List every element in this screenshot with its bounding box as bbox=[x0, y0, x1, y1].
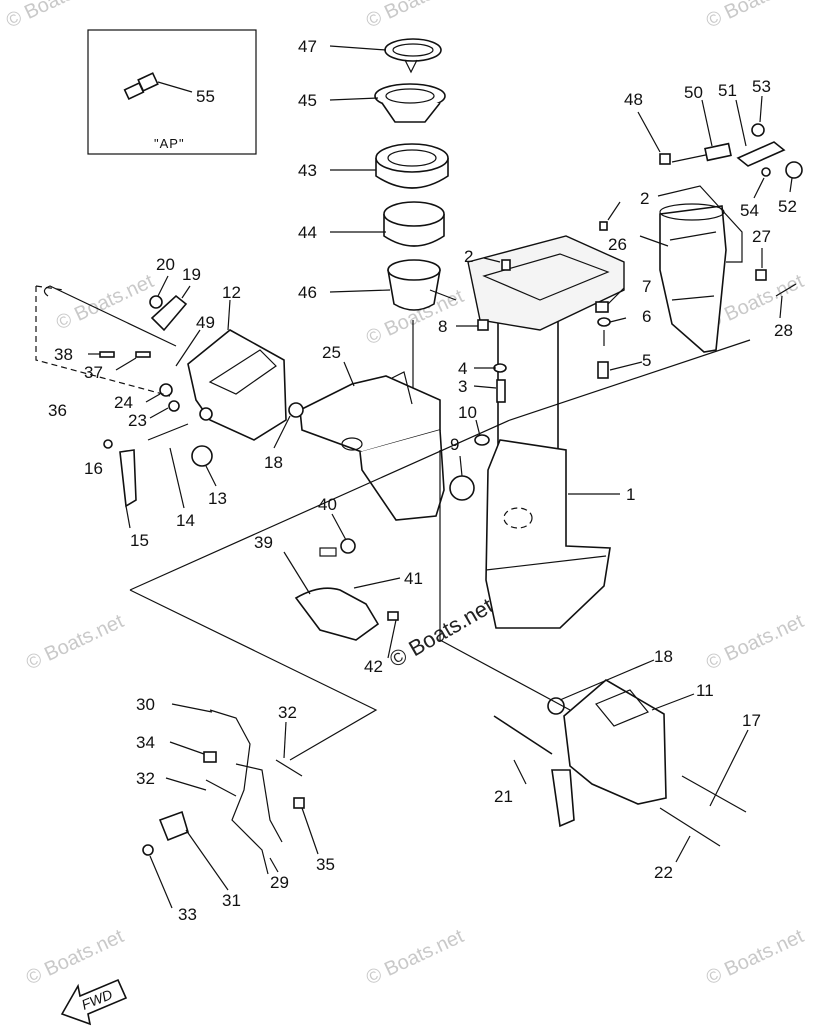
callout-28: 28 bbox=[774, 321, 793, 340]
inset-label: "AP" bbox=[154, 136, 185, 151]
callout-20: 20 bbox=[156, 255, 175, 274]
callout-18b: 18 bbox=[654, 647, 673, 666]
callout-30: 30 bbox=[136, 695, 155, 714]
callout-8: 8 bbox=[438, 317, 447, 336]
fwd-arrow: FWD bbox=[60, 978, 128, 1026]
watermark-1: © Boats.net bbox=[3, 0, 108, 33]
callout-49: 49 bbox=[196, 313, 215, 332]
watermark-11: © Boats.net bbox=[703, 925, 808, 989]
stack-parts bbox=[374, 38, 457, 395]
callout-35: 35 bbox=[316, 855, 335, 874]
callout-16: 16 bbox=[84, 459, 103, 478]
callout-52: 52 bbox=[778, 197, 797, 216]
watermark-2: © Boats.net bbox=[363, 0, 468, 33]
clamp-bracket-right bbox=[493, 679, 747, 847]
callout-12: 12 bbox=[222, 283, 241, 302]
callout-2a: 2 bbox=[640, 189, 649, 208]
callout-46: 46 bbox=[298, 283, 317, 302]
callout-26: 26 bbox=[608, 235, 627, 254]
callouts: 47 45 43 44 46 48 50 51 53 54 52 2 2 26 … bbox=[48, 37, 797, 924]
upper-mount-cover bbox=[657, 185, 743, 353]
callout-17: 17 bbox=[742, 711, 761, 730]
callout-19: 19 bbox=[182, 265, 201, 284]
callout-27: 27 bbox=[752, 227, 771, 246]
callout-2b: 2 bbox=[464, 247, 473, 266]
callout-51: 51 bbox=[718, 81, 737, 100]
clamp-bracket-left bbox=[103, 294, 304, 508]
callout-31: 31 bbox=[222, 891, 241, 910]
inset-frame bbox=[87, 29, 257, 155]
callout-45: 45 bbox=[298, 91, 317, 110]
watermark-9: © Boats.net bbox=[23, 925, 128, 989]
callout-54: 54 bbox=[740, 201, 759, 220]
part-46-cone bbox=[387, 259, 457, 311]
swivel-bracket bbox=[299, 371, 445, 521]
callout-32a: 32 bbox=[278, 703, 297, 722]
callout-33: 33 bbox=[178, 905, 197, 924]
callout-55: 55 bbox=[196, 87, 215, 106]
callout-50: 50 bbox=[684, 83, 703, 102]
link-assembly bbox=[659, 123, 803, 179]
guide-lines bbox=[129, 330, 751, 761]
callout-10: 10 bbox=[458, 403, 477, 422]
callout-1: 1 bbox=[626, 485, 635, 504]
callout-53: 53 bbox=[752, 77, 771, 96]
callout-36: 36 bbox=[48, 401, 67, 420]
drive-shaft-housing bbox=[467, 235, 625, 629]
callout-9: 9 bbox=[450, 435, 459, 454]
callout-40: 40 bbox=[318, 495, 337, 514]
callout-13: 13 bbox=[208, 489, 227, 508]
watermark-7: © Boats.net bbox=[23, 610, 128, 674]
callout-22: 22 bbox=[654, 863, 673, 882]
callout-25: 25 bbox=[322, 343, 341, 362]
tilt-rod-group bbox=[35, 285, 177, 397]
watermark-center: © Boats.net bbox=[385, 593, 497, 672]
part-47-ring bbox=[384, 38, 442, 74]
callout-4: 4 bbox=[458, 359, 467, 378]
watermark-8: © Boats.net bbox=[703, 610, 808, 674]
watermark-3: © Boats.net bbox=[703, 0, 808, 33]
callout-34: 34 bbox=[136, 733, 155, 752]
shift-parts bbox=[142, 538, 399, 875]
callout-47: 47 bbox=[298, 37, 317, 56]
callout-7: 7 bbox=[642, 277, 651, 296]
callout-32b: 32 bbox=[136, 769, 155, 788]
callout-38: 38 bbox=[54, 345, 73, 364]
watermark-4: © Boats.net bbox=[53, 270, 158, 334]
callout-15: 15 bbox=[130, 531, 149, 550]
callout-18a: 18 bbox=[264, 453, 283, 472]
callout-21: 21 bbox=[494, 787, 513, 806]
callout-39: 39 bbox=[254, 533, 273, 552]
callout-11: 11 bbox=[696, 681, 714, 700]
callout-41: 41 bbox=[404, 569, 423, 588]
callout-14: 14 bbox=[176, 511, 195, 530]
callout-3: 3 bbox=[458, 377, 467, 396]
callout-24: 24 bbox=[114, 393, 133, 412]
callout-5: 5 bbox=[642, 351, 651, 370]
part-43-bushing bbox=[375, 143, 449, 189]
part-44-bushing bbox=[383, 201, 445, 247]
leader-lines bbox=[88, 45, 793, 909]
callout-6: 6 bbox=[642, 307, 651, 326]
callout-48: 48 bbox=[624, 90, 643, 109]
inset-ap-box: 55 "AP" bbox=[87, 29, 257, 155]
callout-43: 43 bbox=[298, 161, 317, 180]
callout-44: 44 bbox=[298, 223, 317, 242]
callout-42: 42 bbox=[364, 657, 383, 676]
part-45-bushing bbox=[374, 83, 446, 123]
grease-nipple-55 bbox=[123, 72, 193, 100]
callout-23: 23 bbox=[128, 411, 147, 430]
watermark-10: © Boats.net bbox=[363, 925, 468, 989]
callout-29: 29 bbox=[270, 873, 289, 892]
callout-37: 37 bbox=[84, 363, 103, 382]
